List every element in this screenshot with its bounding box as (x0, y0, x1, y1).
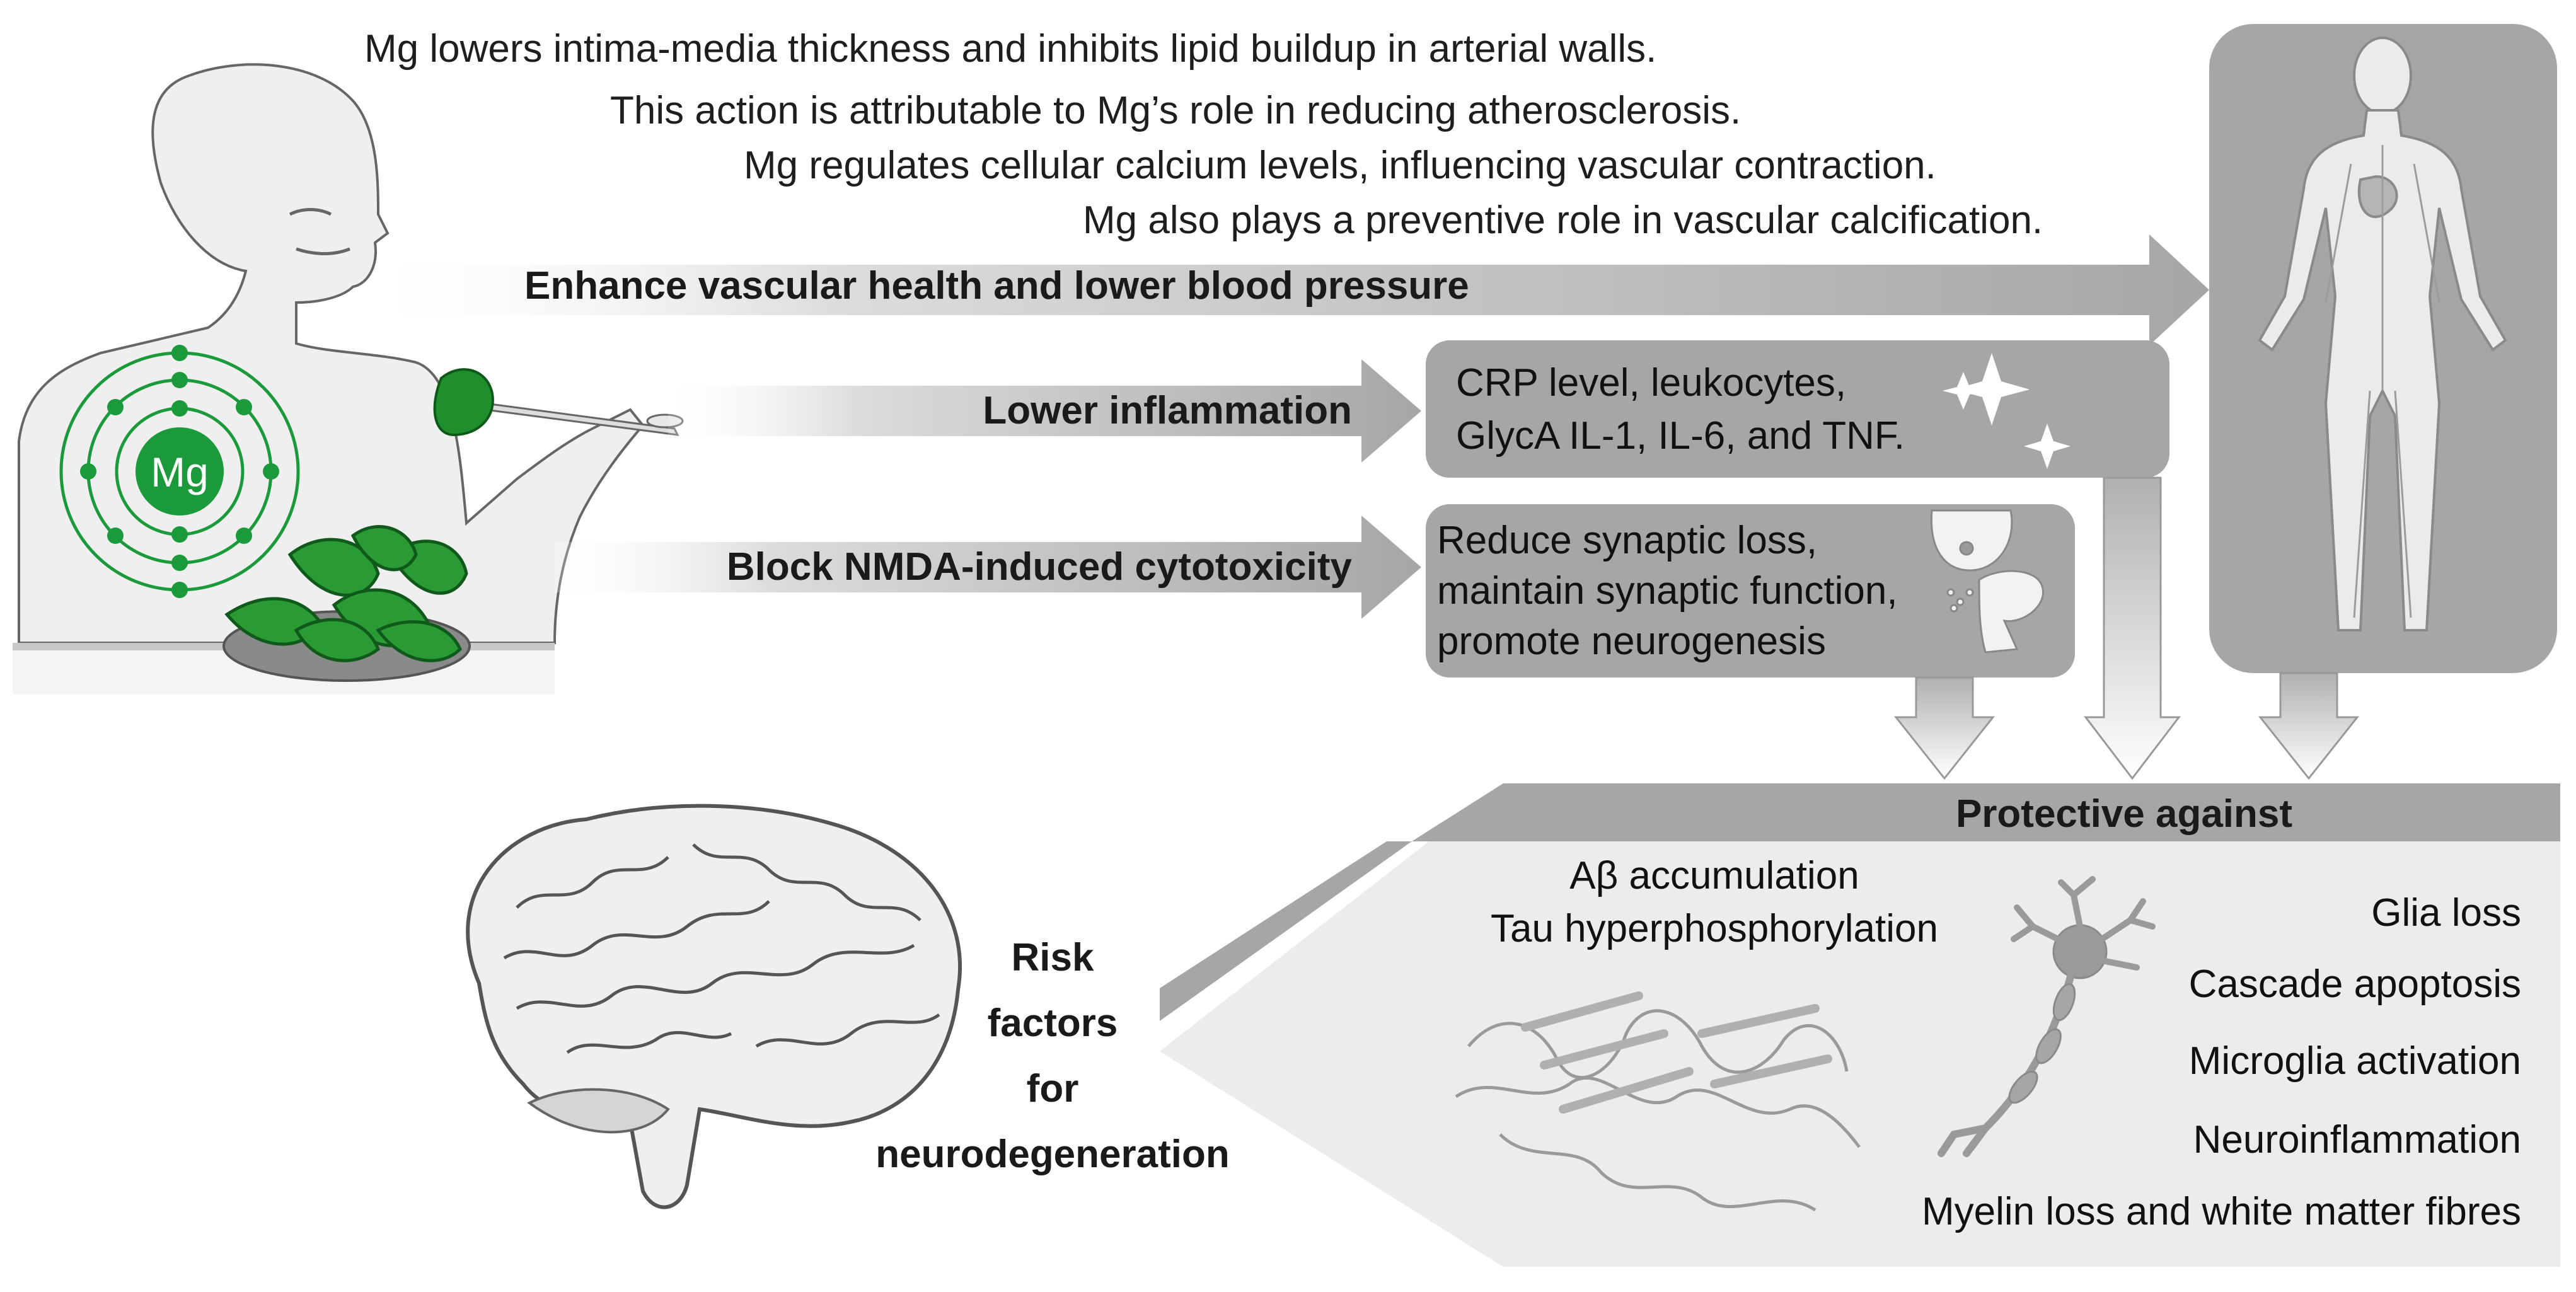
synapse-icon (1930, 509, 2045, 654)
inflammation-arrow-label: Lower inflammation (983, 389, 1352, 432)
synaptic-box (1426, 504, 2075, 678)
brain-icon (466, 804, 962, 1209)
fork-with-leaf-icon (433, 368, 684, 437)
nmda-arrow-label: Block NMDA-induced cytotoxicity (727, 545, 1353, 589)
inflammation-box (1426, 340, 2169, 478)
neuron-icon (1938, 876, 2156, 1157)
protective-header: Protective against (1956, 792, 2292, 836)
risk-label-line-3: for (1027, 1067, 1079, 1110)
statement-2: This action is attributable to Mg’s role… (610, 89, 1741, 132)
amyloid-protein-icon (1455, 991, 1861, 1212)
protective-wedge-lower (1160, 841, 1412, 1008)
inflammation-down-arrow (2083, 476, 2181, 780)
protective-right-item-1: Glia loss (2371, 891, 2521, 935)
synaptic-box-line-1: Reduce synaptic loss, (1437, 519, 1817, 562)
inflammation-arrow (668, 359, 1421, 463)
body-down-arrow (2258, 672, 2360, 780)
protective-right-item-4: Neuroinflammation (2193, 1118, 2521, 1162)
vascular-health-arrow (378, 234, 2209, 345)
protective-right-item-5: Myelin loss and white matter fibres (1922, 1190, 2521, 1233)
statement-1: Mg lowers intima-media thickness and inh… (364, 27, 1656, 71)
protective-header-bar (1412, 783, 2560, 841)
protective-panel (1160, 783, 2560, 1267)
magnesium-atom-icon (59, 345, 300, 598)
vascular-arrow-label: Enhance vascular health and lower blood … (524, 264, 1469, 308)
risk-label-line-4: neurodegeneration (875, 1133, 1230, 1176)
protective-left-item-1: Aβ accumulation (1569, 854, 1859, 897)
atom-label: Mg (151, 449, 209, 495)
synaptic-box-line-3: promote neurogenesis (1437, 620, 1826, 663)
inflammation-box-line-2: GlycA IL-1, IL-6, and TNF. (1456, 414, 1905, 458)
human-body-icon (2258, 37, 2507, 632)
nmda-arrow (555, 516, 1421, 619)
spinach-plate-icon (222, 525, 471, 682)
synaptic-down-arrow (1893, 676, 1996, 780)
statement-4: Mg also plays a preventive role in vascu… (1083, 199, 2043, 242)
statement-3: Mg regulates cellular calcium levels, in… (744, 144, 1936, 187)
synaptic-box-line-2: maintain synaptic function, (1437, 569, 1898, 613)
inflammation-box-line-1: CRP level, leukocytes, (1456, 361, 1846, 405)
risk-label-line-1: Risk (1012, 936, 1094, 979)
protective-left-item-2: Tau hyperphosphorylation (1491, 907, 1938, 950)
sparkle-icon (1943, 353, 2071, 469)
protective-right-item-2: Cascade apoptosis (2189, 962, 2521, 1006)
risk-label-line-2: factors (988, 1001, 1118, 1045)
protective-right-item-3: Microglia activation (2189, 1039, 2521, 1083)
